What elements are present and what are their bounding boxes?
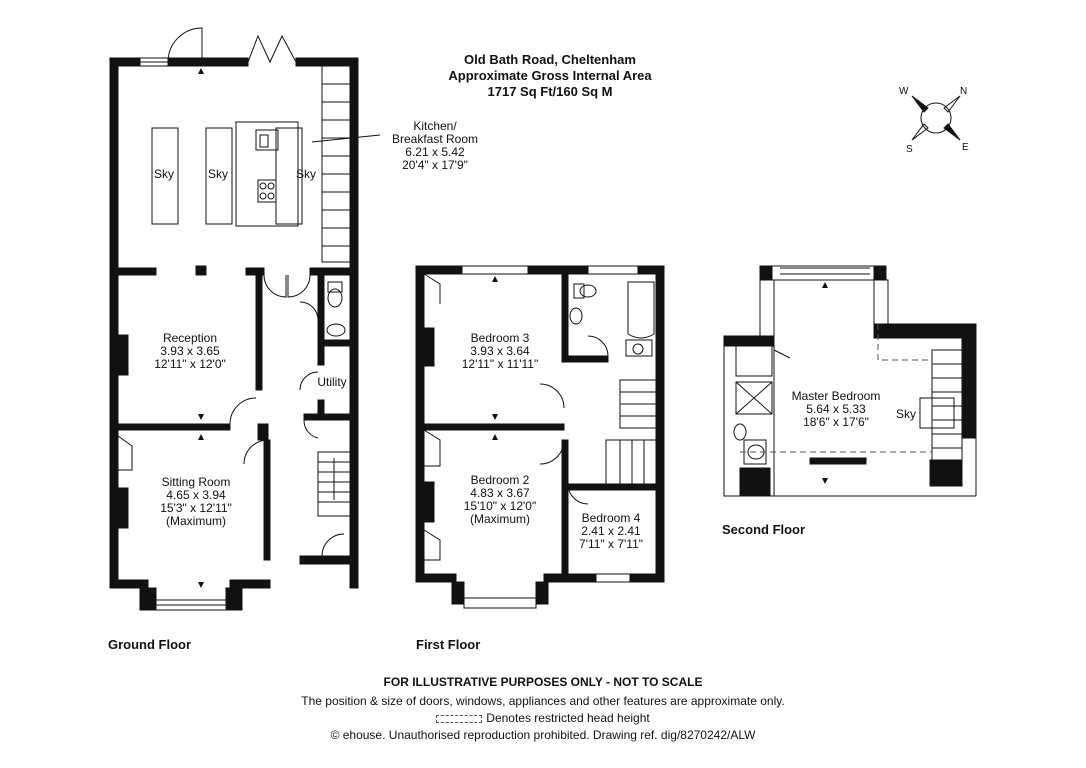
skylight <box>275 127 303 225</box>
window-markers <box>198 68 828 588</box>
area-value: 1717 Sq Ft/160 Sq M <box>487 84 613 99</box>
ground-floor-label: Ground Floor <box>108 637 192 652</box>
room-imperial: 12'11" x 12'0" <box>154 357 226 371</box>
kitchen-island <box>235 121 299 227</box>
room-imperial: 20'4" x 17'9" <box>402 158 468 172</box>
disclaimer: FOR ILLUSTRATIVE PURPOSES ONLY - NOT TO … <box>383 675 703 689</box>
room-metric: 3.93 x 3.64 <box>470 344 530 358</box>
address: Old Bath Road, Cheltenham <box>464 52 636 67</box>
room-metric: 5.64 x 5.33 <box>806 402 866 416</box>
skylight-label: Sky <box>296 167 317 181</box>
plan-title: Old Bath Road, Cheltenham Approximate Gr… <box>420 52 680 100</box>
skylight <box>205 127 233 225</box>
room-name: Sitting Room <box>161 475 231 489</box>
copyright: © ehouse. Unauthorised reproduction proh… <box>330 728 756 742</box>
position-note: The position & size of doors, windows, a… <box>301 694 785 708</box>
compass-east: E <box>962 142 969 153</box>
skylight <box>151 127 179 225</box>
room-metric: 2.41 x 2.41 <box>581 524 641 538</box>
room-note: (Maximum) <box>166 514 226 528</box>
compass-south: S <box>906 144 913 155</box>
skylight-label: Sky <box>154 167 175 181</box>
room-imperial: 18'6" x 17'6" <box>803 415 869 429</box>
room-name: Bedroom 2 <box>470 473 530 487</box>
room-bedroom2: Bedroom 2 4.83 x 3.67 15'10" x 12'0" (Ma… <box>440 474 560 526</box>
skylight-label: Sky <box>896 407 917 421</box>
second-floor-label: Second Floor <box>722 522 806 537</box>
room-name: Utility <box>317 375 347 389</box>
room-kitchen: Kitchen/ Breakfast Room 6.21 x 5.42 20'4… <box>380 120 490 172</box>
room-name: Reception <box>162 331 218 345</box>
legend: Denotes restricted head height <box>0 711 1086 725</box>
first-floor-label: First Floor <box>416 637 481 652</box>
second-floor-walls <box>723 265 977 497</box>
room-reception: Reception 3.93 x 3.65 12'11" x 12'0" <box>130 332 250 371</box>
compass-north: N <box>960 86 968 97</box>
room-name: Bedroom 3 <box>470 331 530 345</box>
room-metric: 3.93 x 3.65 <box>160 344 220 358</box>
area-label: Approximate Gross Internal Area <box>448 68 652 83</box>
room-metric: 4.65 x 3.94 <box>166 488 226 502</box>
room-sitting: Sitting Room 4.65 x 3.94 15'3" x 12'11" … <box>136 476 256 528</box>
room-imperial: 15'3" x 12'11" <box>160 501 232 515</box>
skylight-label: Sky <box>208 167 229 181</box>
room-metric: 6.21 x 5.42 <box>405 145 465 159</box>
staircase <box>317 451 351 517</box>
room-imperial: 12'11" x 11'11" <box>461 357 539 371</box>
bifold-door-icon <box>247 34 297 64</box>
room-master-bedroom: Master Bedroom 5.64 x 5.33 18'6" x 17'6" <box>776 390 896 429</box>
restricted-height-legend-icon <box>436 714 483 723</box>
first-floor-walls <box>415 265 665 609</box>
room-bedroom3: Bedroom 3 3.93 x 3.64 12'11" x 11'11" <box>440 332 560 371</box>
room-name: Kitchen/ <box>413 119 457 133</box>
room-imperial: 7'11" x 7'11" <box>578 537 644 551</box>
room-name: Bedroom 4 <box>581 511 641 525</box>
door-swing-icon <box>167 27 203 63</box>
legend-text: Denotes restricted head height <box>486 711 650 725</box>
compass-icon <box>911 95 961 141</box>
compass-west: W <box>899 86 909 97</box>
room-name: Master Bedroom <box>791 389 881 403</box>
room-name: Breakfast Room <box>391 132 479 146</box>
room-metric: 4.83 x 3.67 <box>470 486 530 500</box>
room-utility: Utility <box>312 376 352 389</box>
room-bedroom4: Bedroom 4 2.41 x 2.41 7'11" x 7'11" <box>566 512 656 551</box>
room-note: (Maximum) <box>470 512 530 526</box>
room-imperial: 15'10" x 12'0" <box>463 499 537 513</box>
